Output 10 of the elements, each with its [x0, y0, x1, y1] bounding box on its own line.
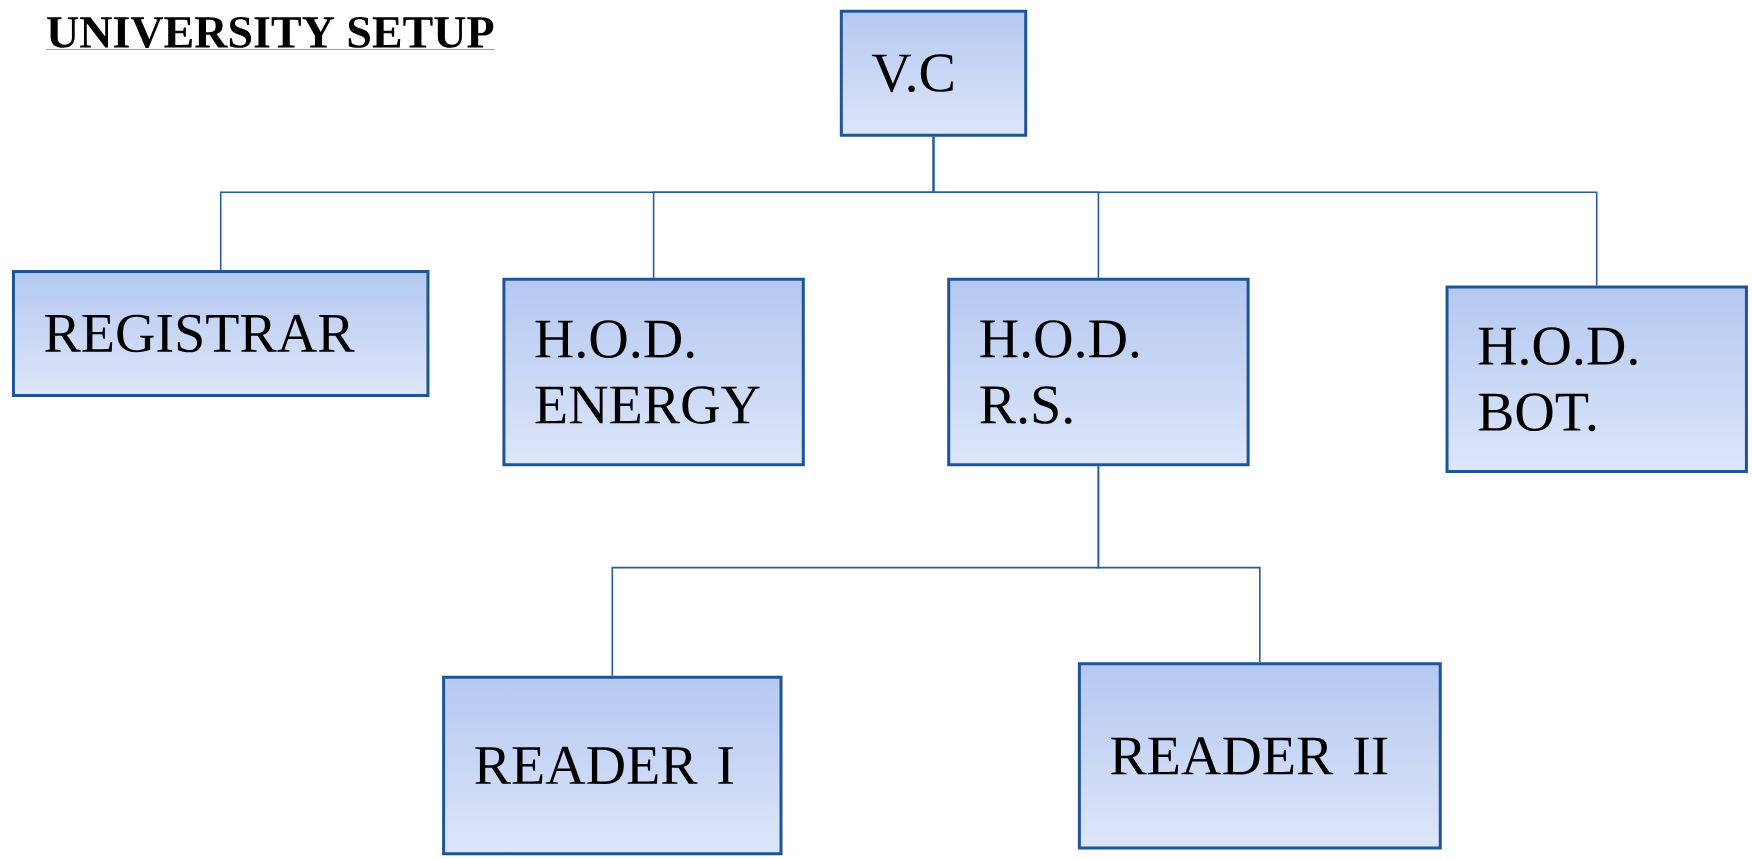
position-box: H.O.D. BOT. [1445, 285, 1748, 473]
position-box: V.C [839, 9, 1028, 137]
position-box: H.O.D. ENERGY [502, 277, 805, 467]
position-box: READER II [1077, 662, 1442, 850]
position-box: H.O.D. R.S. [947, 277, 1250, 467]
connector-line [1097, 465, 1261, 663]
position-box: READER I [442, 675, 783, 856]
position-box: REGISTRAR [11, 270, 430, 397]
connector-line [932, 135, 1598, 287]
title: UNIVERSITY SETUP [45, 16, 495, 50]
